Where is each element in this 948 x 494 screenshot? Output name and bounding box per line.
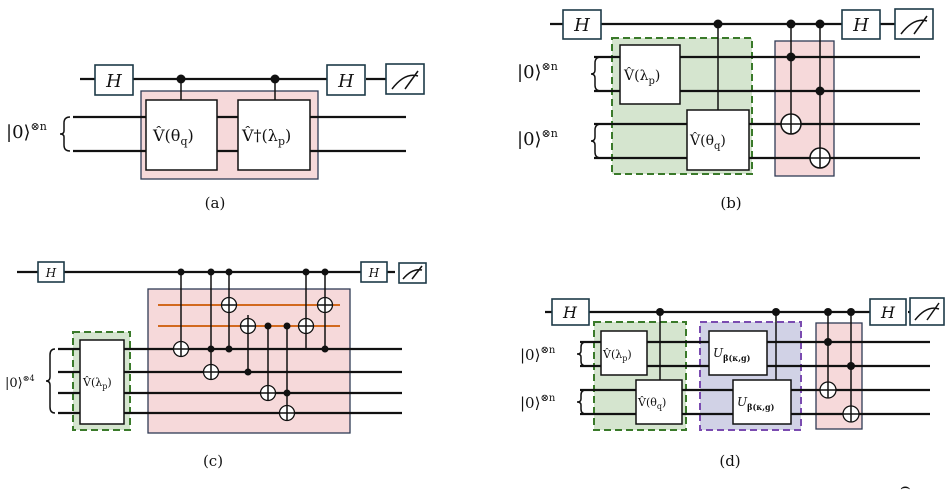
measurement-meter-icon <box>894 8 934 40</box>
register-label-d-1: |0⟩⊗n <box>520 345 556 364</box>
register-brace-icon <box>576 389 587 415</box>
control-dot-icon <box>656 308 664 316</box>
v-theta-gate-d <box>635 379 683 425</box>
v-lambda-gate-c-label: V̂(λp) <box>82 376 112 391</box>
u-beta-gate-d-2-label: Uβ(κ,g) <box>737 395 775 412</box>
control-dot-icon <box>264 322 272 330</box>
caption-d: (d) <box>719 452 740 470</box>
h-gate-a-right-label: H <box>337 71 354 92</box>
v-theta-gate-a <box>145 99 218 171</box>
v-lambda-gate-c <box>79 339 125 425</box>
cnot-target-icon <box>239 317 257 335</box>
u-beta-gate-d-1 <box>708 330 768 376</box>
control-dot-icon <box>713 19 723 29</box>
v-lambda-gate-d-label: V̂(λp) <box>602 348 632 363</box>
h-gate-a-right <box>326 64 366 96</box>
panel-b: H H V̂(λp) V̂(θq) <box>517 8 934 212</box>
caption-b: (b) <box>720 194 741 212</box>
h-gate-d-right <box>869 298 907 326</box>
v-theta-gate-b <box>686 109 750 171</box>
control-dot-icon <box>847 308 855 316</box>
control-dot-icon <box>207 345 215 353</box>
control-dot-icon <box>302 268 310 276</box>
control-dot-icon <box>244 368 252 376</box>
cnot-target-icon <box>297 317 315 335</box>
caption-a: (a) <box>205 194 226 212</box>
v-theta-gate-b-label: V̂(θq) <box>689 131 726 152</box>
register-brace-icon <box>590 123 602 159</box>
control-dot-icon <box>847 362 855 370</box>
measurement-meter-icon <box>909 297 945 326</box>
panel-d: H H V̂(λp) V̂(θq) Uβ(κ,g) Uβ(κ,g) <box>520 297 945 470</box>
h-gate-d-left <box>551 298 590 326</box>
v-theta-gate-a-label: V̂(θq) <box>152 126 194 148</box>
h-gate-d-left-label: H <box>562 303 578 322</box>
control-dot-icon <box>207 268 215 276</box>
control-dot-icon <box>283 389 291 397</box>
control-dot-icon <box>824 308 832 316</box>
h-gate-a-left <box>94 64 134 96</box>
register-label-b-2: |0⟩⊗n <box>517 127 558 150</box>
control-dot-icon <box>321 268 329 276</box>
control-dot-icon <box>786 19 796 29</box>
h-gate-b-right-label: H <box>852 15 869 36</box>
cnot-target-icon <box>809 147 831 169</box>
register-label-b-1: |0⟩⊗n <box>517 60 558 83</box>
cnot-target-icon <box>819 381 837 399</box>
cnot-target-icon <box>780 113 802 135</box>
h-gate-a-left-label: H <box>105 71 122 92</box>
control-dot-icon <box>321 345 329 353</box>
register-brace-icon <box>576 341 587 367</box>
control-dot-icon <box>283 322 291 330</box>
u-beta-gate-d-2 <box>732 379 792 425</box>
h-gate-b-right <box>841 9 881 40</box>
control-dot-icon <box>815 86 825 96</box>
cnot-target-icon <box>202 363 220 381</box>
register-brace-icon <box>45 348 56 414</box>
register-brace-icon <box>590 56 602 92</box>
control-dot-icon <box>824 338 832 346</box>
control-dot-icon <box>176 74 186 84</box>
cnot-target-icon <box>220 296 238 314</box>
cnot-target-icon <box>278 404 296 422</box>
h-gate-b-left <box>562 9 602 40</box>
v-dagger-gate-a-label: V̂†(λp) <box>241 126 291 148</box>
v-lambda-gate-b <box>619 44 681 105</box>
h-gate-d-right-label: H <box>880 303 896 322</box>
v-dagger-lambda-gate-a <box>237 99 311 171</box>
u-beta-gate-d-1-label: Uβ(κ,g) <box>713 346 751 363</box>
register-label-c: |0⟩⊗4 <box>5 374 35 391</box>
panel-c: H H V̂(λp) <box>5 261 427 470</box>
h-gate-c-right-label: H <box>368 266 380 280</box>
register-brace-icon <box>59 116 71 152</box>
panel-a: H H V̂(θq) V̂†(λp) |0⟩⊗n (a) <box>6 63 425 212</box>
h-gate-b-left-label: H <box>573 15 590 36</box>
cnot-target-icon <box>259 384 277 402</box>
cnot-target-icon <box>316 296 334 314</box>
control-dot-icon <box>177 268 185 276</box>
v-lambda-gate-d <box>600 330 648 376</box>
cropped-hat-fragment: ⌢ <box>900 477 911 494</box>
register-label-d-2: |0⟩⊗n <box>520 393 556 412</box>
control-dot-icon <box>786 52 796 62</box>
h-gate-c-left-label: H <box>45 266 57 280</box>
cnot-target-icon <box>842 405 860 423</box>
cnot-target-icon <box>172 340 190 358</box>
h-gate-c-right <box>360 261 388 283</box>
control-dot-icon <box>815 19 825 29</box>
caption-c: (c) <box>203 452 223 470</box>
h-gate-c-left <box>37 261 65 283</box>
control-dot-icon <box>270 74 280 84</box>
v-lambda-gate-b-label: V̂(λp) <box>623 66 660 87</box>
measurement-meter-icon <box>385 63 425 95</box>
control-dot-icon <box>225 345 233 353</box>
measurement-meter-icon <box>398 262 427 284</box>
control-dot-icon <box>225 268 233 276</box>
control-dot-icon <box>772 308 780 316</box>
v-theta-gate-d-label: V̂(θq) <box>637 396 666 411</box>
register-label-a: |0⟩⊗n <box>6 120 47 143</box>
